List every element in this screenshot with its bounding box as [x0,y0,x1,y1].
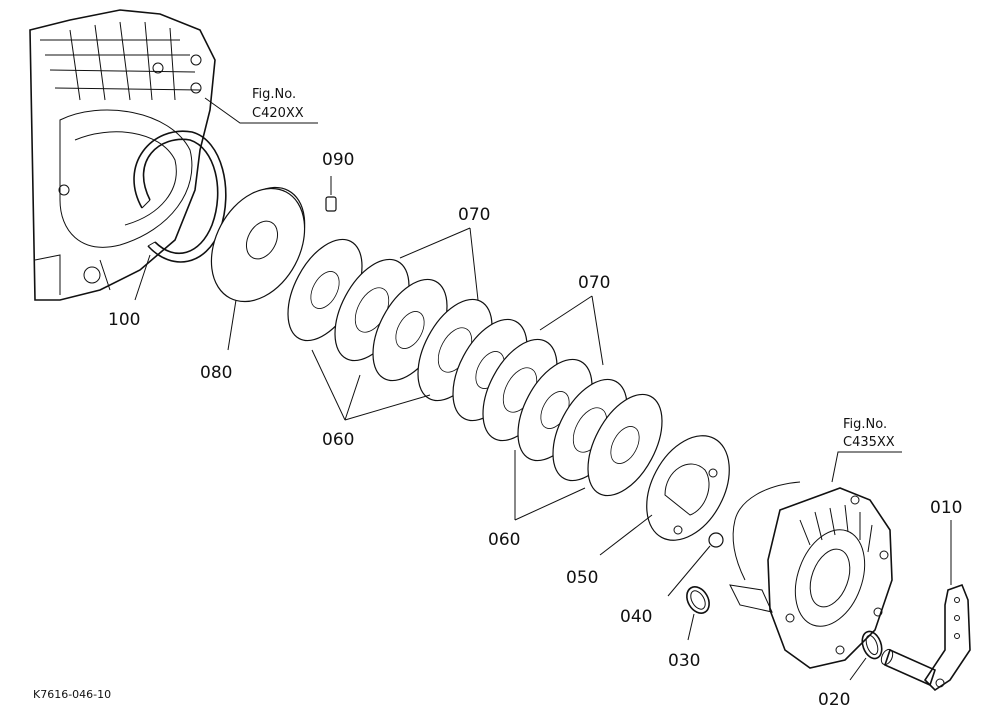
ref-line2: C435XX [843,435,895,450]
pin-090: 090 [322,150,354,212]
plate-080: 080 [200,186,306,383]
label-070-lower: 070 [578,273,610,293]
ball-040: 040 [620,532,724,627]
figure-reference-c420xx: Fig.No. C420XX [204,87,318,124]
label-010: 010 [930,498,962,518]
label-080: 080 [200,363,232,383]
clutch-cover-housing [729,451,902,669]
label-090: 090 [322,150,354,170]
label-060-lower: 060 [488,530,520,550]
label-060-upper: 060 [322,430,354,450]
clutch-discs-group-2 [482,338,663,497]
label-070-upper: 070 [458,205,490,225]
label-050: 050 [566,568,598,588]
label-100: 100 [108,310,140,330]
figure-reference-c435xx: Fig.No. C435XX [843,417,895,450]
callout-060-upper: 060 [311,349,431,450]
callout-060-lower: 060 [488,450,586,550]
o-ring-020: 020 [818,630,883,710]
clutch-discs-group-1 [287,238,528,422]
snap-ring-100: 100 [108,130,227,330]
lever-shaft-010: 010 [880,498,971,692]
drawing-code: K7616-046-10 [33,688,111,701]
callout-070-lower: 070 [539,273,610,366]
callout-070-upper: 070 [399,205,490,301]
transmission-housing [29,9,216,301]
label-030: 030 [668,651,700,671]
cam-plate-050: 050 [566,435,730,588]
ref-line2: C420XX [252,106,304,121]
label-020: 020 [818,690,850,710]
label-040: 040 [620,607,652,627]
ref-line1: Fig.No. [843,417,887,432]
o-ring-030: 030 [668,586,710,671]
ref-line1: Fig.No. [252,87,296,102]
